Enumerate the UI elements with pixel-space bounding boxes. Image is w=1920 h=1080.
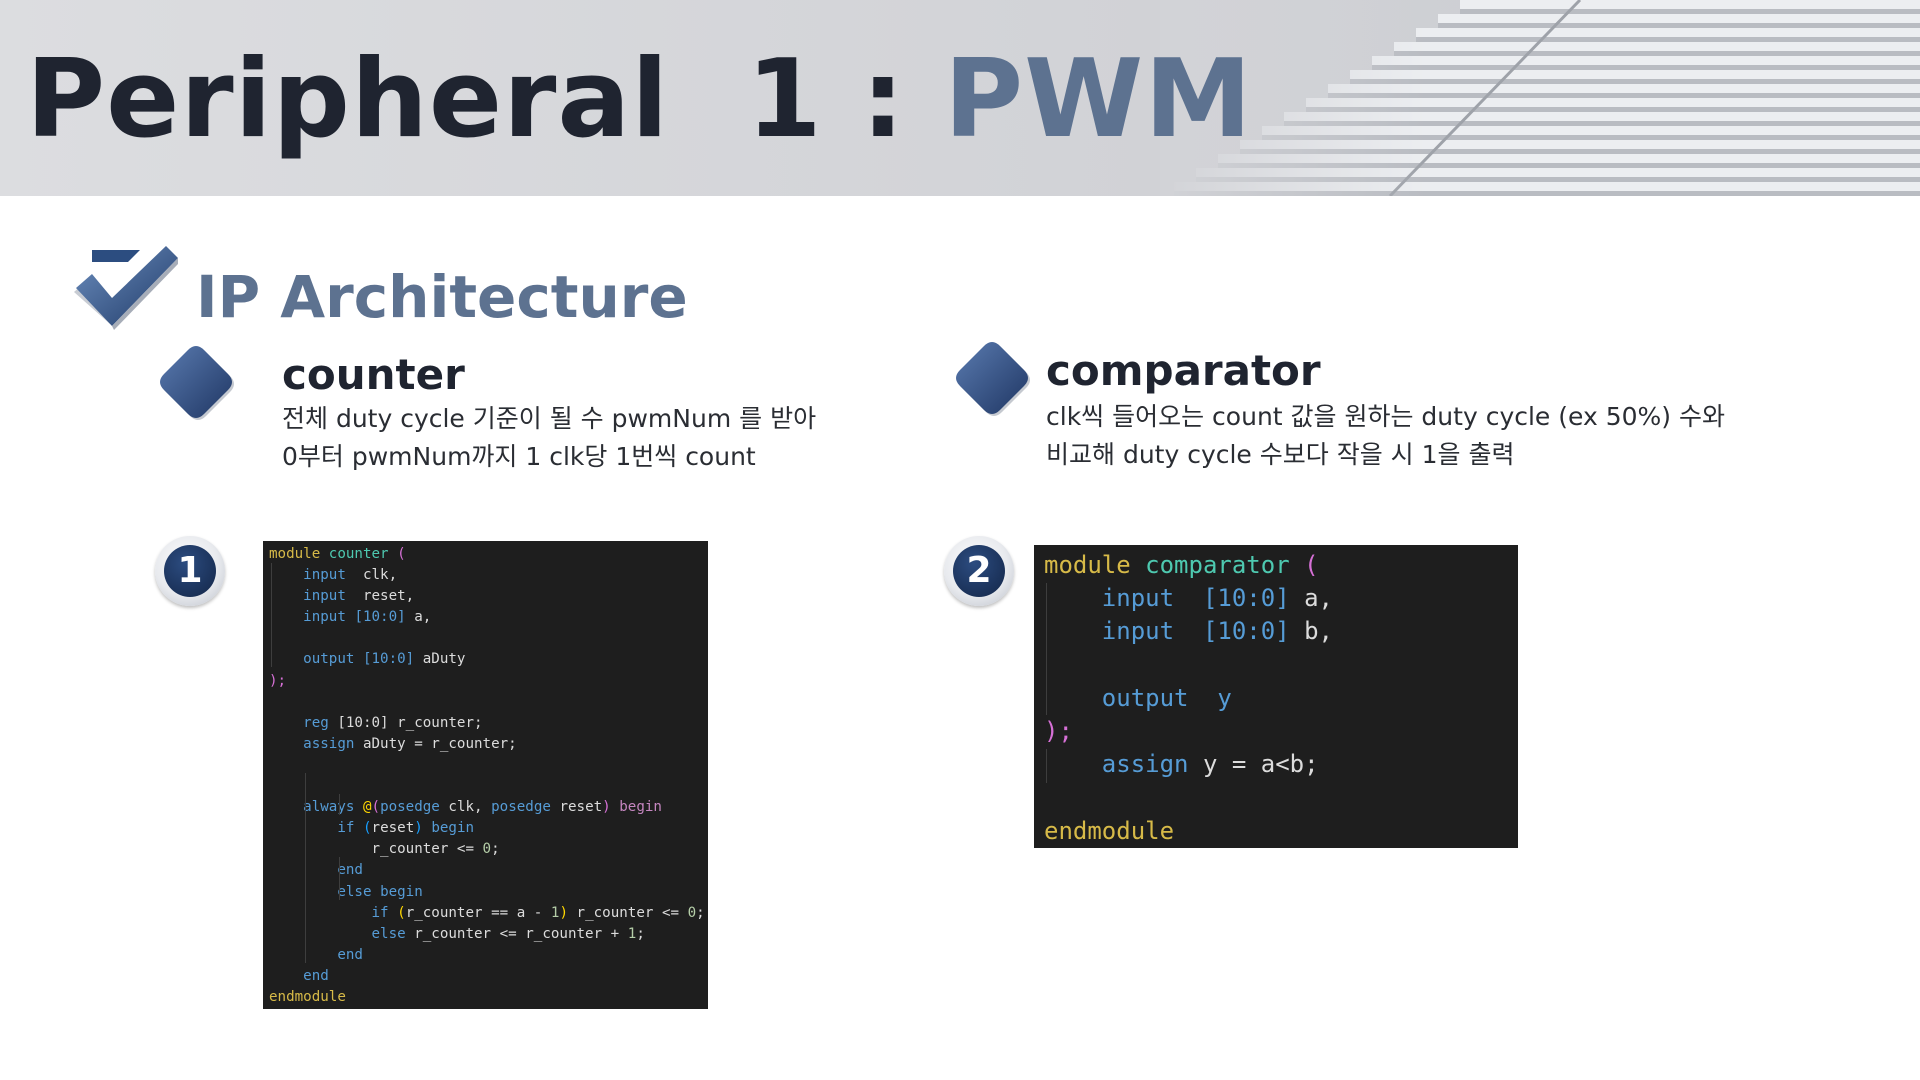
comparator-title: comparator [1046, 346, 1321, 395]
code-line: end [337, 946, 363, 963]
badge-number: 2 [953, 545, 1005, 597]
code-line: end [303, 967, 329, 984]
slide-title-accent: PWM [944, 37, 1253, 162]
checkmark-icon [74, 246, 178, 330]
counter-description-line-2: 0부터 pwmNum까지 1 clk당 1번씩 count [282, 442, 756, 471]
slide-title: Peripheral 1 : PWM [26, 30, 1253, 170]
slide-header: Peripheral 1 : PWM [0, 0, 1920, 196]
code-line: output y [1101, 683, 1232, 712]
code-line: module comparator ( [1044, 551, 1319, 579]
code-line: assign aDuty = r_counter; [303, 735, 517, 752]
code-line: reg [10:0] r_counter; [303, 714, 483, 731]
comparator-code-screenshot: module comparator ( input [10:0] a, inpu… [1034, 545, 1518, 848]
diamond-bullet-icon [160, 346, 234, 420]
section-title: IP Architecture [196, 263, 688, 331]
code-line: ); [269, 672, 287, 689]
code-line: endmodule [269, 988, 346, 1005]
comparator-description-line-2: 비교해 duty cycle 수보다 작을 시 1을 출력 [1046, 440, 1515, 469]
code-line: if (r_counter == a - 1) r_counter <= 0; [371, 904, 705, 921]
code-line [269, 776, 708, 797]
code-line: input reset, [303, 588, 415, 605]
counter-title: counter [282, 350, 465, 399]
code-line: endmodule [1044, 816, 1175, 845]
code-line [1044, 781, 1518, 814]
code-line: output [10:0] aDuty [303, 651, 466, 668]
counter-code-screenshot: module counter ( input clk, input reset,… [263, 541, 708, 1009]
indent-guide [339, 857, 340, 900]
code-line: ); [1044, 717, 1073, 746]
code-line: assign y = a<b; [1101, 750, 1319, 779]
indent-guide [305, 773, 306, 963]
code-line: else r_counter <= r_counter + 1; [371, 925, 645, 942]
code-line [269, 692, 708, 713]
counter-description-line-1: 전체 duty cycle 기준이 될 수 pwmNum 를 받아 [282, 404, 817, 433]
indent-guide [1046, 749, 1047, 783]
code-line: input clk, [303, 567, 398, 584]
indent-guide [339, 794, 340, 815]
diamond-bullet-icon [956, 342, 1030, 416]
code-line: always @(posedge clk, posedge reset) beg… [303, 799, 662, 816]
slide-title-main: Peripheral 1 : [26, 37, 945, 162]
code-line [269, 755, 708, 776]
indent-guide [271, 563, 272, 667]
comparator-description-line-1: clk씩 들어오는 count 값을 원하는 duty cycle (ex 50… [1046, 402, 1725, 431]
number-badge-1: 1 [155, 536, 225, 606]
code-line: else begin [337, 883, 423, 900]
code-line: if (reset) begin [337, 820, 475, 837]
code-line: r_counter <= 0; [269, 841, 500, 858]
code-line: input [10:0] a, [1101, 584, 1334, 613]
indent-guide [1046, 583, 1047, 715]
code-line: end [337, 862, 363, 879]
code-line: module counter ( [269, 546, 406, 562]
stairs-background-image [1160, 0, 1920, 196]
code-line [1044, 649, 1518, 682]
code-line [269, 628, 708, 649]
code-line: input [10:0] a, [303, 609, 432, 626]
badge-number: 1 [164, 545, 216, 597]
number-badge-2: 2 [944, 536, 1014, 606]
code-line: input [10:0] b, [1101, 617, 1334, 646]
